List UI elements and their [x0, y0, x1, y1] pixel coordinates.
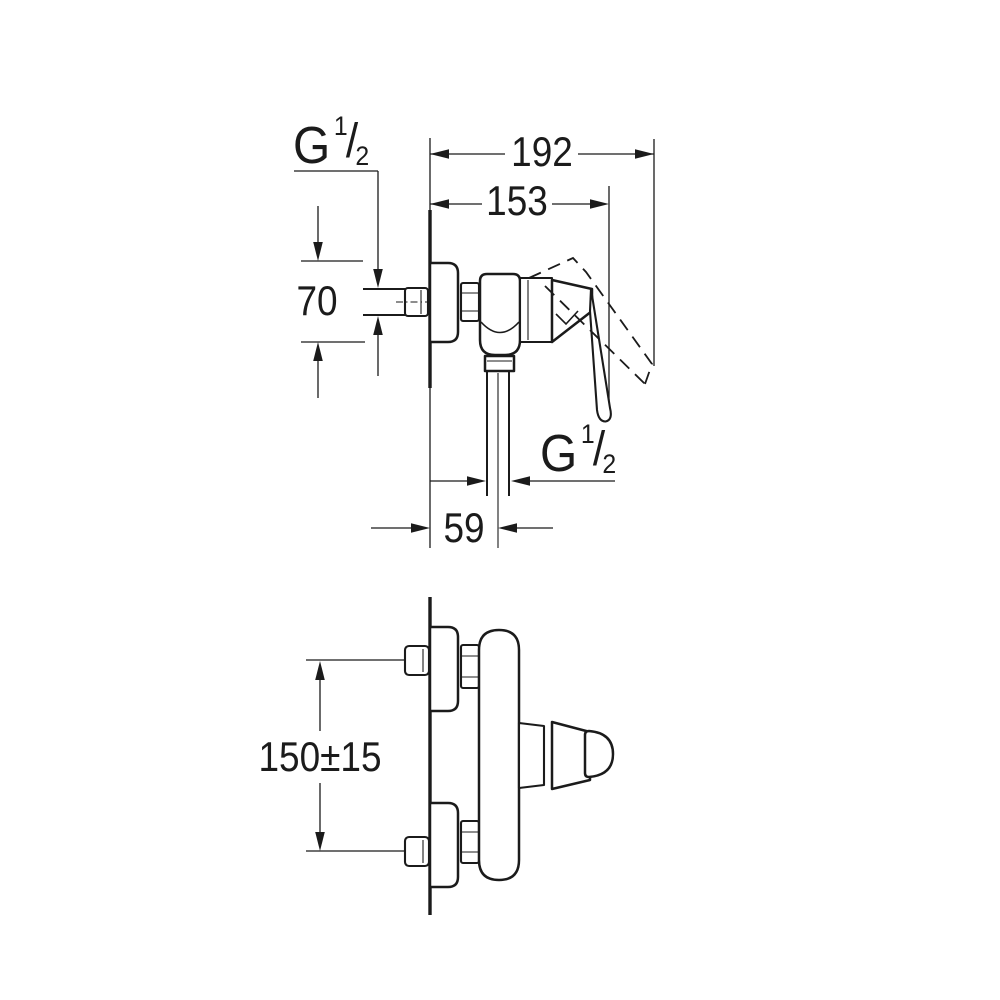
outlet-thread-leader — [430, 476, 615, 486]
thread-fraction-numerator: 1 — [580, 419, 595, 449]
front-view — [306, 596, 615, 916]
supply-connector — [363, 286, 433, 318]
dimension-label-depth-to-lever: 153 — [486, 177, 548, 224]
dimension-inlet-height — [301, 206, 365, 398]
lever-handle-front — [517, 720, 615, 791]
valve-body — [478, 272, 522, 357]
hex-nut — [459, 281, 481, 323]
lever-cone — [550, 278, 594, 344]
escutcheon-bottom — [428, 801, 460, 889]
lever-handle — [588, 287, 612, 423]
dimension-connection-spacing — [306, 659, 406, 852]
dimension-label-outlet-offset: 59 — [443, 504, 485, 551]
dimension-label-overall-depth: 192 — [511, 128, 573, 175]
wall-hatching-front — [406, 596, 429, 916]
thread-label-outlet: G 1 / 2 — [540, 421, 617, 483]
thread-fraction-slash: / — [592, 423, 606, 476]
thread-fraction-denominator: 2 — [602, 449, 617, 479]
hose-outlet — [483, 354, 516, 548]
escutcheon — [428, 261, 460, 344]
thread-fraction-numerator: 1 — [333, 111, 348, 141]
wall-union-bottom — [403, 835, 431, 868]
thread-fraction-denominator: 2 — [355, 141, 370, 171]
thread-label-inlet: G 1 / 2 — [293, 113, 370, 175]
escutcheon-top — [428, 625, 460, 713]
side-view — [294, 138, 655, 548]
valve-body-front — [477, 628, 521, 882]
wall-union-top — [403, 644, 431, 677]
lever-alt-position — [528, 256, 654, 385]
thread-size-letter: G — [540, 425, 578, 483]
dimension-label-inlet-height: 70 — [296, 277, 338, 324]
inlet-thread-leader — [294, 170, 383, 376]
thread-size-letter: G — [293, 117, 331, 175]
lever-alt-vmark — [555, 310, 579, 326]
thread-fraction-slash: / — [345, 115, 359, 168]
hex-nut-bottom — [459, 819, 481, 865]
dimension-overall-depth — [430, 139, 655, 366]
dimension-label-connection-spacing: 150±15 — [258, 733, 382, 780]
hex-nut-top — [459, 643, 481, 690]
dimension-depth-to-lever — [430, 186, 610, 412]
dimension-outlet-offset — [371, 523, 553, 533]
